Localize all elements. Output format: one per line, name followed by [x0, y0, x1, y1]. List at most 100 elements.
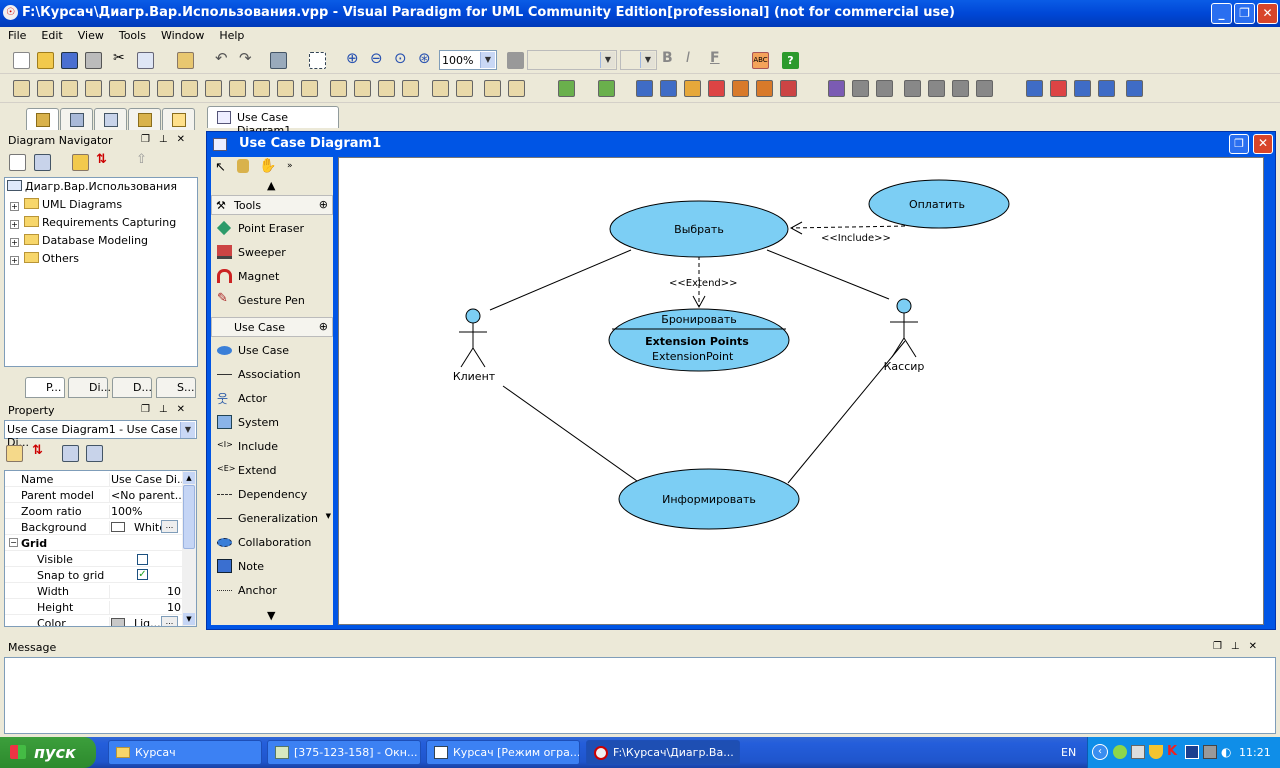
visible-checkbox[interactable] [137, 554, 148, 565]
diagram-type-icon[interactable] [13, 80, 30, 97]
print-icon[interactable] [85, 52, 102, 69]
restore-button[interactable]: ❐ [1229, 134, 1249, 154]
diagram-type-icon[interactable] [876, 80, 893, 97]
use-case-pay[interactable] [868, 179, 1010, 229]
diagram-type-icon[interactable] [1126, 80, 1143, 97]
diagram-type-icon[interactable] [732, 80, 749, 97]
diagram-type-icon[interactable] [157, 80, 174, 97]
open-icon[interactable] [37, 52, 54, 69]
diagram-type-icon[interactable] [205, 80, 222, 97]
menu-tools[interactable]: Tools [118, 29, 146, 42]
property-object-select[interactable]: Use Case Diagram1 - Use Case Di...▼ [4, 420, 197, 449]
property-value[interactable]: Lig... [109, 617, 183, 626]
task-visual-paradigm[interactable]: F:\Курсач\Диагр.Ва... [586, 740, 740, 765]
actor-client[interactable] [459, 308, 487, 368]
diagram-type-icon[interactable] [133, 80, 150, 97]
diagram-type-icon[interactable] [402, 80, 419, 97]
menu-view[interactable]: View [77, 29, 104, 42]
task-word-doc[interactable]: Курсач [Режим огра... [426, 740, 580, 765]
diagram-type-icon[interactable] [684, 80, 701, 97]
shield-icon[interactable] [1149, 745, 1163, 759]
expand-all-icon[interactable] [62, 445, 79, 462]
palette-include[interactable]: <I>Include [211, 435, 333, 457]
diagram-type-icon[interactable] [1074, 80, 1091, 97]
diagram-type-icon[interactable] [660, 80, 677, 97]
language-indicator[interactable]: EN [1061, 746, 1077, 759]
property-value[interactable]: Use Case Di... [109, 473, 183, 486]
property-scrollbar[interactable]: ▲ ▼ [182, 471, 196, 626]
panel-controls[interactable]: ❐⊥✕ [140, 404, 194, 415]
property-value[interactable]: 10 [109, 585, 183, 598]
grid-icon[interactable] [309, 52, 326, 69]
palette-point-eraser[interactable]: Point Eraser [211, 217, 333, 239]
font-size-select[interactable]: ▼ [620, 50, 657, 70]
folder-open-icon[interactable] [72, 154, 89, 171]
cut-icon[interactable]: ✂ [113, 50, 125, 66]
tray-expand-icon[interactable]: ‹ [1092, 744, 1108, 760]
antivirus-icon[interactable]: K [1167, 744, 1178, 759]
tab-search[interactable] [162, 108, 195, 130]
diagram-type-icon[interactable] [708, 80, 725, 97]
message-area[interactable] [4, 657, 1276, 734]
collapse-toggle[interactable]: − [9, 538, 18, 547]
network-icon[interactable] [1131, 745, 1145, 759]
palette-group-use-case[interactable]: Use Case⊕ [211, 317, 333, 337]
association-cashier-inform[interactable] [787, 340, 906, 484]
actor-cashier[interactable] [890, 298, 918, 358]
expand-toggle[interactable]: + [10, 220, 19, 229]
lock-icon[interactable] [237, 159, 249, 173]
palette-gesture-pen[interactable]: ✎Gesture Pen [211, 289, 333, 311]
new-icon[interactable] [13, 52, 30, 69]
diagram-type-icon[interactable] [780, 80, 797, 97]
diagram-type-icon[interactable] [928, 80, 945, 97]
palette-anchor[interactable]: Anchor [211, 579, 333, 601]
zoom-select[interactable]: 100%▼ [439, 50, 497, 70]
maximize-button[interactable]: ❐ [1234, 3, 1255, 24]
property-value[interactable]: 10 [109, 601, 183, 614]
use-case-inform[interactable] [618, 468, 800, 530]
tab-class-repository[interactable] [94, 108, 127, 130]
palette-sweeper[interactable]: Sweeper [211, 241, 333, 263]
paste-icon[interactable] [177, 52, 194, 69]
diagram-type-icon[interactable] [904, 80, 921, 97]
tab-logical-view[interactable] [128, 108, 161, 130]
palette-magnet[interactable]: Magnet [211, 265, 333, 287]
tab-use-case-diagram1[interactable]: Use Case Diagram1 [207, 106, 339, 137]
panel-controls[interactable]: ❐⊥✕ [1212, 641, 1266, 652]
diagram-type-icon[interactable] [61, 80, 78, 97]
use-case-book[interactable] [608, 308, 790, 372]
palette-collaboration[interactable]: Collaboration [211, 531, 333, 553]
tab-styles[interactable]: S... [156, 377, 196, 398]
scroll-down-icon[interactable]: ▼ [267, 609, 276, 622]
collapse-icon[interactable]: ⊕ [318, 198, 328, 211]
property-row[interactable]: Visible [5, 551, 183, 567]
scroll-down-icon[interactable]: ▼ [183, 613, 195, 625]
computer-icon[interactable] [1203, 745, 1217, 759]
ellipsis-button[interactable]: ... [161, 616, 178, 626]
diagram-type-icon[interactable] [756, 80, 773, 97]
diagram-canvas[interactable]: <<Include>> <<Extend>> Выбрать Оплатить … [338, 157, 1264, 625]
tree-item-database[interactable]: Database Modeling [24, 234, 148, 251]
snap-checkbox[interactable]: ✓ [137, 569, 148, 580]
palette-use-case[interactable]: Use Case [211, 339, 333, 361]
undo-icon[interactable]: ↶ [215, 49, 228, 67]
diagram-type-icon[interactable] [484, 80, 501, 97]
ellipsis-button[interactable]: ... [161, 520, 178, 533]
zoom-out-icon[interactable]: ⊖ [370, 49, 383, 67]
font-color-icon[interactable]: F [710, 50, 720, 66]
close-diagram-button[interactable]: ✕ [1253, 134, 1273, 154]
association-cashier-choose[interactable] [766, 249, 890, 300]
tree-item-others[interactable]: Others [24, 252, 79, 269]
diagram-type-icon[interactable] [508, 80, 525, 97]
close-button[interactable]: ✕ [1257, 3, 1278, 24]
task-window-2[interactable]: [375-123-158] - Окн... [267, 740, 421, 765]
diagram-type-icon[interactable] [109, 80, 126, 97]
menu-help[interactable]: Help [219, 29, 245, 42]
expand-icon[interactable] [34, 154, 51, 171]
palette-generalization[interactable]: Generalization▼ [211, 507, 333, 529]
